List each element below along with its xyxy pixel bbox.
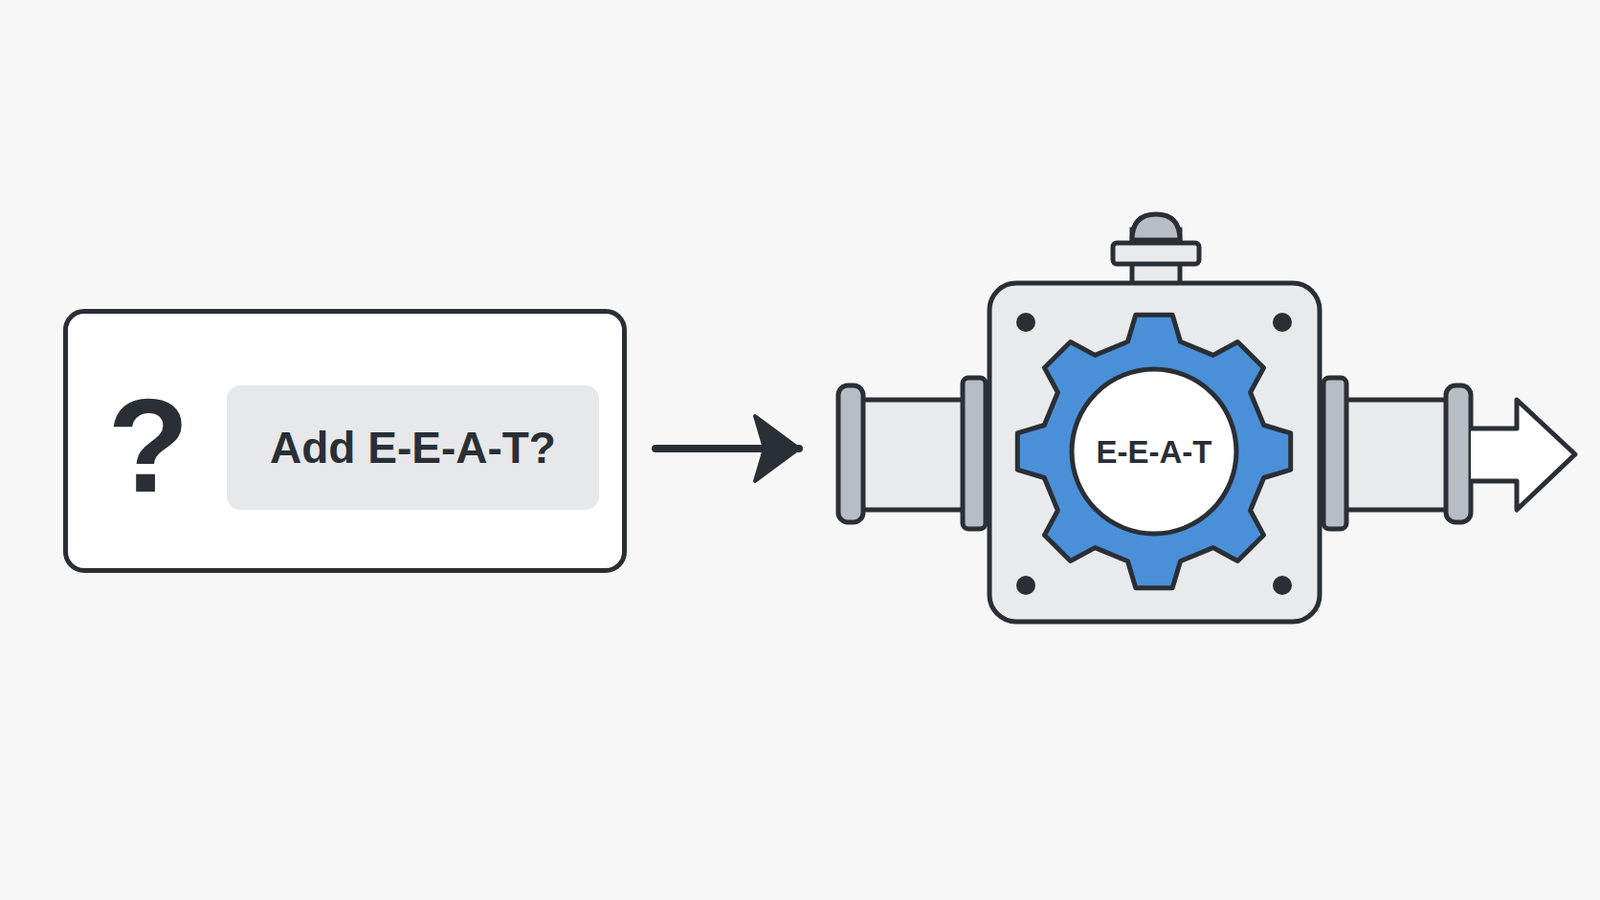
screw <box>1016 312 1036 333</box>
pipe-flange <box>962 377 986 530</box>
gear-hub <box>1071 369 1237 534</box>
gear-label: E-E-A-T <box>1096 436 1213 468</box>
pipe-flange <box>1323 377 1347 530</box>
arrow-head <box>755 416 800 482</box>
valve-knob <box>1132 214 1180 241</box>
eeat-machine: E-E-A-T <box>799 281 1322 624</box>
screw <box>1272 576 1292 596</box>
gear <box>1017 314 1290 588</box>
valve-flange <box>1112 243 1200 265</box>
question-box: ? Add E-E-A-T? <box>63 309 627 574</box>
question-mark: ? <box>107 378 190 513</box>
screw <box>1016 576 1036 596</box>
prompt-text: Add E-E-A-T? <box>269 425 556 470</box>
screw <box>1272 312 1292 333</box>
prompt-pill: Add E-E-A-T? <box>226 385 600 511</box>
output-arrow <box>1470 400 1576 511</box>
pipe-flange <box>838 385 864 523</box>
machine-housing <box>989 283 1320 623</box>
pipe-flange <box>1445 385 1471 523</box>
